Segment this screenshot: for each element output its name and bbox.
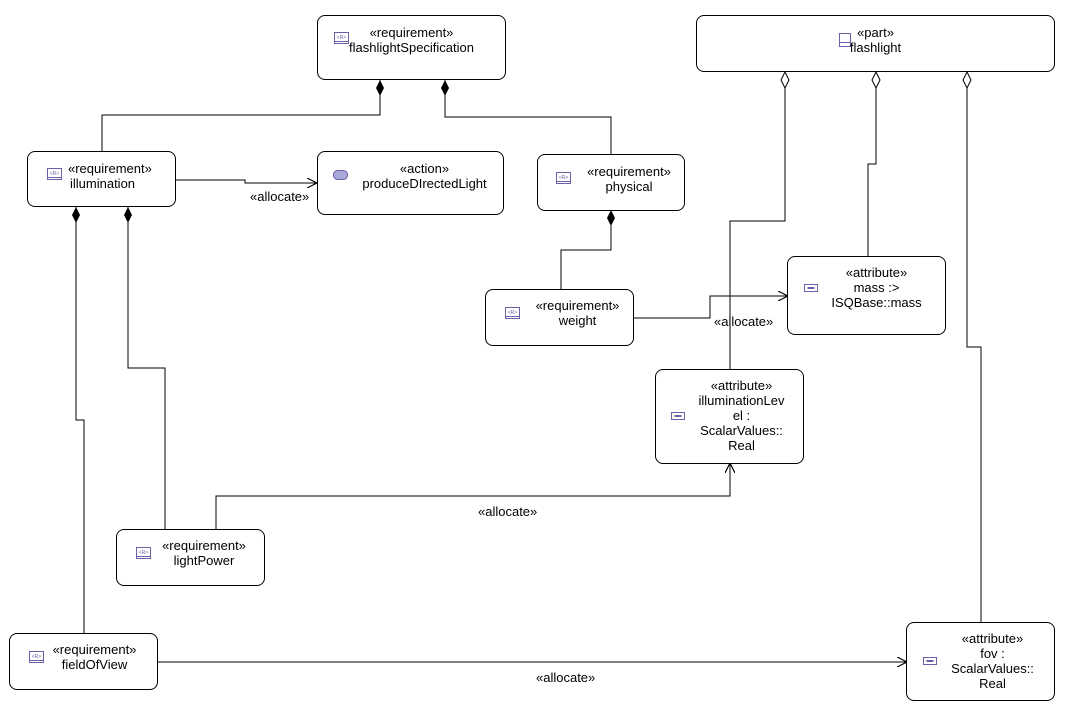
node-name-line: ScalarValues:: xyxy=(951,661,1034,676)
attribute-node-mass[interactable]: «attribute» mass :> ISQBase::mass xyxy=(787,256,946,335)
action-node-produceDirectedLight[interactable]: «action» produceDIrectedLight xyxy=(317,151,504,215)
requirement-icon: <R> xyxy=(556,172,571,184)
node-name: produceDIrectedLight xyxy=(362,176,487,191)
node-name: flashlightSpecification xyxy=(348,40,475,55)
node-stereotype: «requirement» xyxy=(587,164,671,179)
node-name: illumination xyxy=(70,176,136,191)
node-name: weight xyxy=(558,313,597,328)
node-name-line: Real xyxy=(728,438,755,453)
aggregation-edge-mass[interactable] xyxy=(867,72,877,256)
composition-edge-illumination[interactable] xyxy=(101,80,381,151)
attribute-icon xyxy=(804,284,818,292)
allocate-label: «allocate» xyxy=(714,314,774,329)
aggregation-diamond xyxy=(780,70,790,90)
node-name-line: fov : xyxy=(980,646,1005,661)
composition-edge-fieldOfView[interactable] xyxy=(75,207,85,633)
svg-text:<R>: <R> xyxy=(32,654,42,660)
composition-diamond xyxy=(376,80,384,96)
node-name: fieldOfView xyxy=(61,657,128,672)
aggregation-edge-fov[interactable] xyxy=(966,72,982,622)
node-stereotype: «requirement» xyxy=(369,25,454,40)
node-stereotype: «requirement» xyxy=(68,161,152,176)
attribute-node-illuminationLevel[interactable]: «attribute» illuminationLev el : ScalarV… xyxy=(655,369,804,464)
requirement-icon: <R> xyxy=(136,547,151,559)
composition-diamond xyxy=(607,210,615,226)
aggregation-diamond xyxy=(871,70,881,90)
node-name-line: el : xyxy=(732,408,751,423)
requirement-node-lightPower[interactable]: <R> «requirement» lightPower xyxy=(116,529,265,586)
allocate-label: «allocate» xyxy=(478,504,538,519)
svg-text:<R>: <R> xyxy=(508,310,518,316)
node-name-line: Real xyxy=(979,676,1006,691)
attribute-icon xyxy=(671,412,685,420)
node-name-line: illuminationLev xyxy=(698,393,785,408)
node-stereotype: «requirement» xyxy=(535,298,620,313)
allocate-edge-weight[interactable] xyxy=(634,296,787,319)
attribute-node-fov[interactable]: «attribute» fov : ScalarValues:: Real xyxy=(906,622,1055,701)
requirement-icon: <R> xyxy=(47,168,62,180)
requirement-icon: <R> xyxy=(29,651,44,663)
node-name: lightPower xyxy=(173,553,235,568)
action-icon xyxy=(333,170,348,180)
node-stereotype: «part» xyxy=(857,25,894,40)
svg-text:<R>: <R> xyxy=(50,171,60,177)
node-stereotype: «requirement» xyxy=(52,642,137,657)
aggregation-edge-illuminationLevel[interactable] xyxy=(729,72,786,369)
requirement-node-flashlightSpecification[interactable]: <R> «requirement» flashlightSpecificatio… xyxy=(317,15,506,80)
node-name: physical xyxy=(605,179,653,194)
requirement-icon: <R> xyxy=(505,307,520,319)
node-stereotype: «action» xyxy=(399,161,450,176)
svg-text:<R>: <R> xyxy=(559,175,569,181)
part-icon xyxy=(839,33,851,47)
node-name: flashlight xyxy=(849,40,902,55)
svg-text:<R>: <R> xyxy=(139,550,149,556)
composition-diamond xyxy=(72,207,80,223)
allocate-edge-lightPower[interactable] xyxy=(215,464,730,529)
requirement-node-physical[interactable]: <R> «requirement» physical xyxy=(537,154,685,211)
node-stereotype: «attribute» xyxy=(961,631,1024,646)
attribute-icon xyxy=(923,657,937,665)
requirement-node-fieldOfView[interactable]: <R> «requirement» fieldOfView xyxy=(9,633,158,690)
node-name-line: mass :> xyxy=(853,280,900,295)
node-name-line: ISQBase::mass xyxy=(831,295,922,310)
node-name-line: ScalarValues:: xyxy=(700,423,783,438)
allocate-label: «allocate» xyxy=(536,670,596,685)
composition-diamond xyxy=(441,80,449,96)
composition-diamond xyxy=(124,207,132,223)
node-stereotype: «attribute» xyxy=(845,265,908,280)
requirement-node-weight[interactable]: <R> «requirement» weight xyxy=(485,289,634,346)
composition-edge-weight[interactable] xyxy=(560,210,612,289)
requirement-icon: <R> xyxy=(334,32,349,44)
composition-edge-lightPower[interactable] xyxy=(127,207,166,529)
allocate-label: «allocate» xyxy=(250,189,310,204)
aggregation-diamond xyxy=(962,70,972,90)
node-stereotype: «attribute» xyxy=(710,378,773,393)
composition-edge-physical[interactable] xyxy=(444,80,612,154)
svg-text:<R>: <R> xyxy=(337,35,347,41)
allocate-edge-illumination[interactable] xyxy=(176,180,316,183)
requirement-node-illumination[interactable]: <R> «requirement» illumination xyxy=(27,151,176,207)
part-node-flashlight[interactable]: «part» flashlight xyxy=(696,15,1055,72)
node-stereotype: «requirement» xyxy=(162,538,246,553)
